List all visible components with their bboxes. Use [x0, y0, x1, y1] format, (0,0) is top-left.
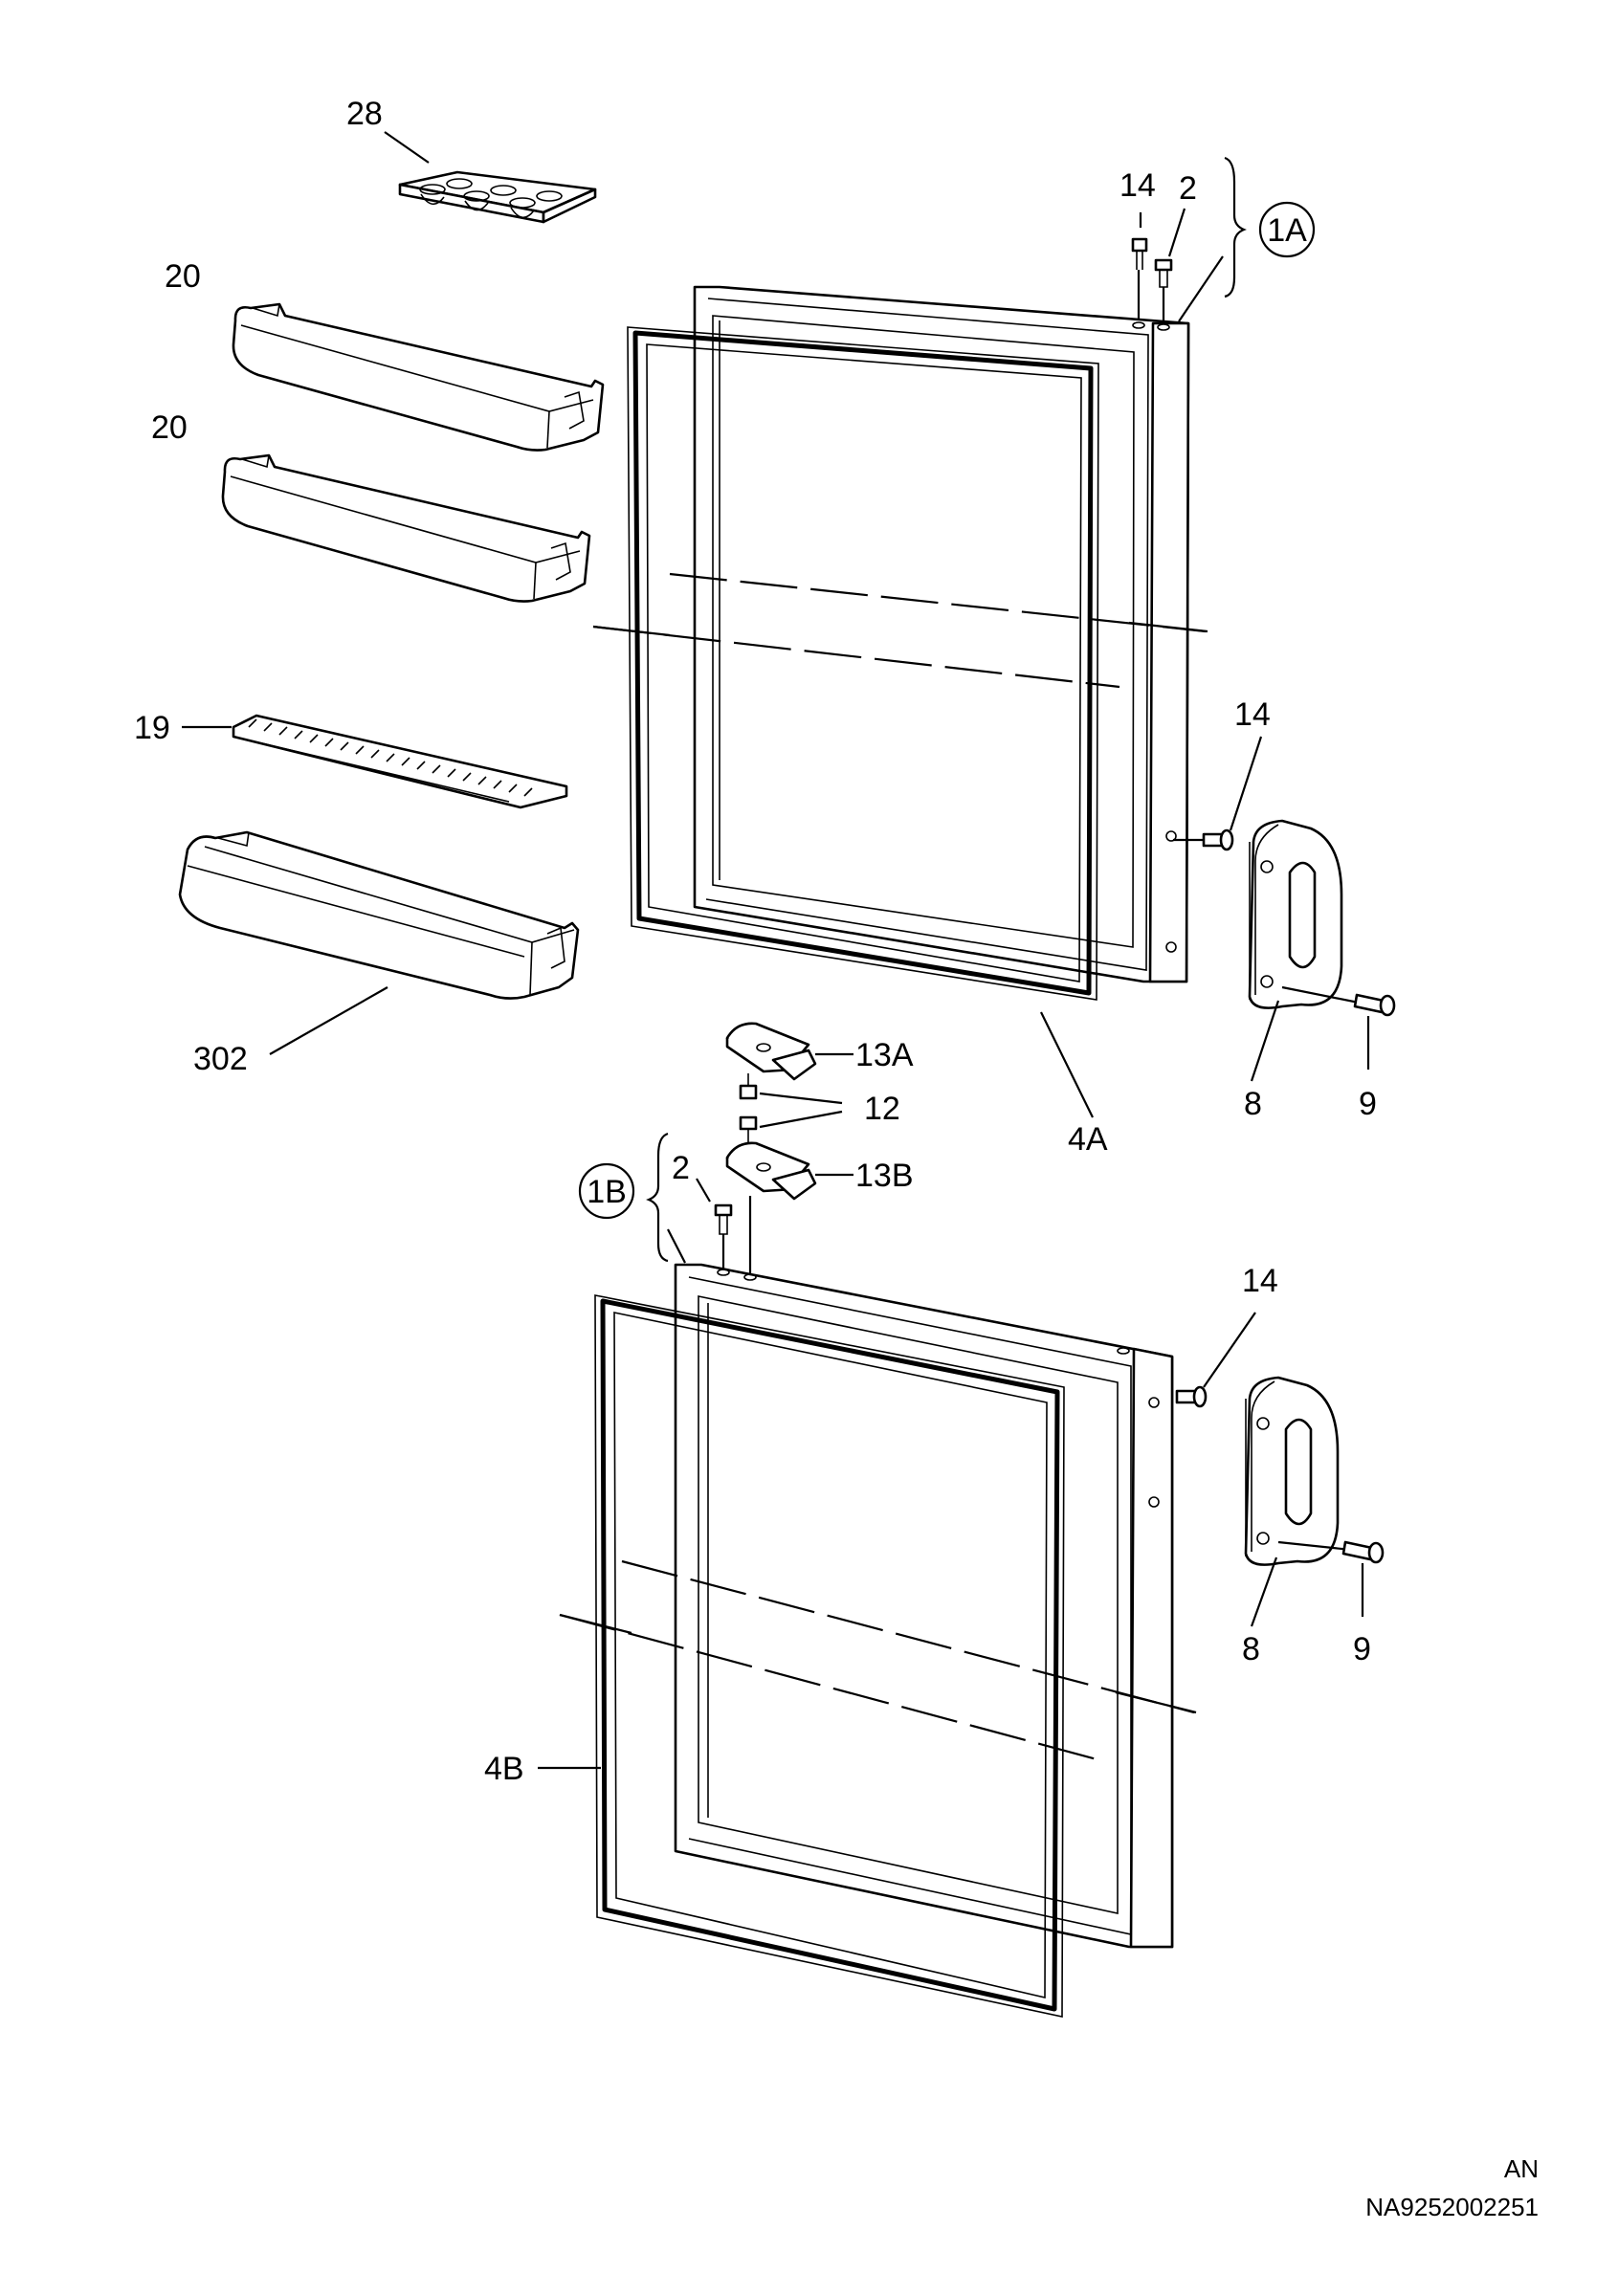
part-1A-upper-door [693, 285, 1190, 983]
label-20-lower: 20 [151, 409, 188, 446]
part-2-lower-screw [714, 1203, 733, 1235]
part-13A-upper-hinge [725, 1022, 817, 1081]
part-19-grille-shelf [232, 714, 568, 809]
label-1B: 1B [587, 1174, 627, 1210]
label-8-upper: 8 [1244, 1086, 1262, 1122]
part-14-top-pin [1131, 237, 1148, 270]
label-2-top: 2 [1179, 170, 1197, 207]
part-8-upper-handle [1248, 819, 1343, 1009]
label-14-side-lower: 14 [1242, 1263, 1278, 1299]
part-20-upper-bottle-shelf [232, 302, 605, 452]
label-14-side-upper: 14 [1234, 696, 1271, 733]
part-9-lower-screw [1341, 1540, 1385, 1564]
label-19: 19 [134, 710, 170, 746]
label-1A: 1A [1267, 212, 1307, 249]
part-8-lower-handle [1244, 1376, 1340, 1566]
part-1B-lower-door [674, 1263, 1174, 1949]
part-302-bottle-bin [178, 830, 580, 1000]
label-302: 302 [193, 1041, 248, 1077]
label-4B: 4B [484, 1751, 524, 1787]
part-28-egg-tray [398, 170, 597, 224]
bracket-1B [646, 1132, 669, 1263]
label-2-lower: 2 [672, 1150, 690, 1186]
part-13B-lower-hinge [725, 1141, 817, 1201]
label-4A: 4A [1068, 1121, 1108, 1158]
callout-circle-1A [1258, 201, 1316, 258]
label-13B: 13B [855, 1158, 914, 1194]
footer-code: AN [1504, 2154, 1539, 2183]
label-9-upper: 9 [1359, 1086, 1377, 1122]
callout-circle-1B [578, 1162, 635, 1220]
part-14-side-pin-upper [1202, 828, 1234, 851]
label-14-top: 14 [1119, 167, 1156, 204]
part-2-top-screw [1154, 258, 1173, 288]
part-12-hinge-pin-upper [739, 1073, 758, 1100]
part-20-lower-bottle-shelf [221, 453, 591, 603]
lower-door-break-lines [559, 1559, 1197, 1762]
part-12-hinge-pin-lower [739, 1115, 758, 1143]
footer-part-number: NA9252002251 [1365, 2193, 1539, 2221]
label-12: 12 [864, 1091, 900, 1127]
part-4A-upper-gasket [627, 326, 1099, 1001]
label-9-lower: 9 [1353, 1631, 1371, 1667]
bracket-1A [1224, 156, 1247, 298]
part-9-upper-screw [1353, 993, 1396, 1017]
part-14-side-pin-lower [1175, 1385, 1208, 1408]
part-4B-lower-gasket [594, 1294, 1065, 2018]
label-13A: 13A [855, 1037, 914, 1073]
label-28: 28 [346, 96, 383, 132]
label-8-lower: 8 [1242, 1631, 1260, 1667]
label-20-upper: 20 [165, 258, 201, 295]
upper-door-break-lines [592, 572, 1208, 689]
